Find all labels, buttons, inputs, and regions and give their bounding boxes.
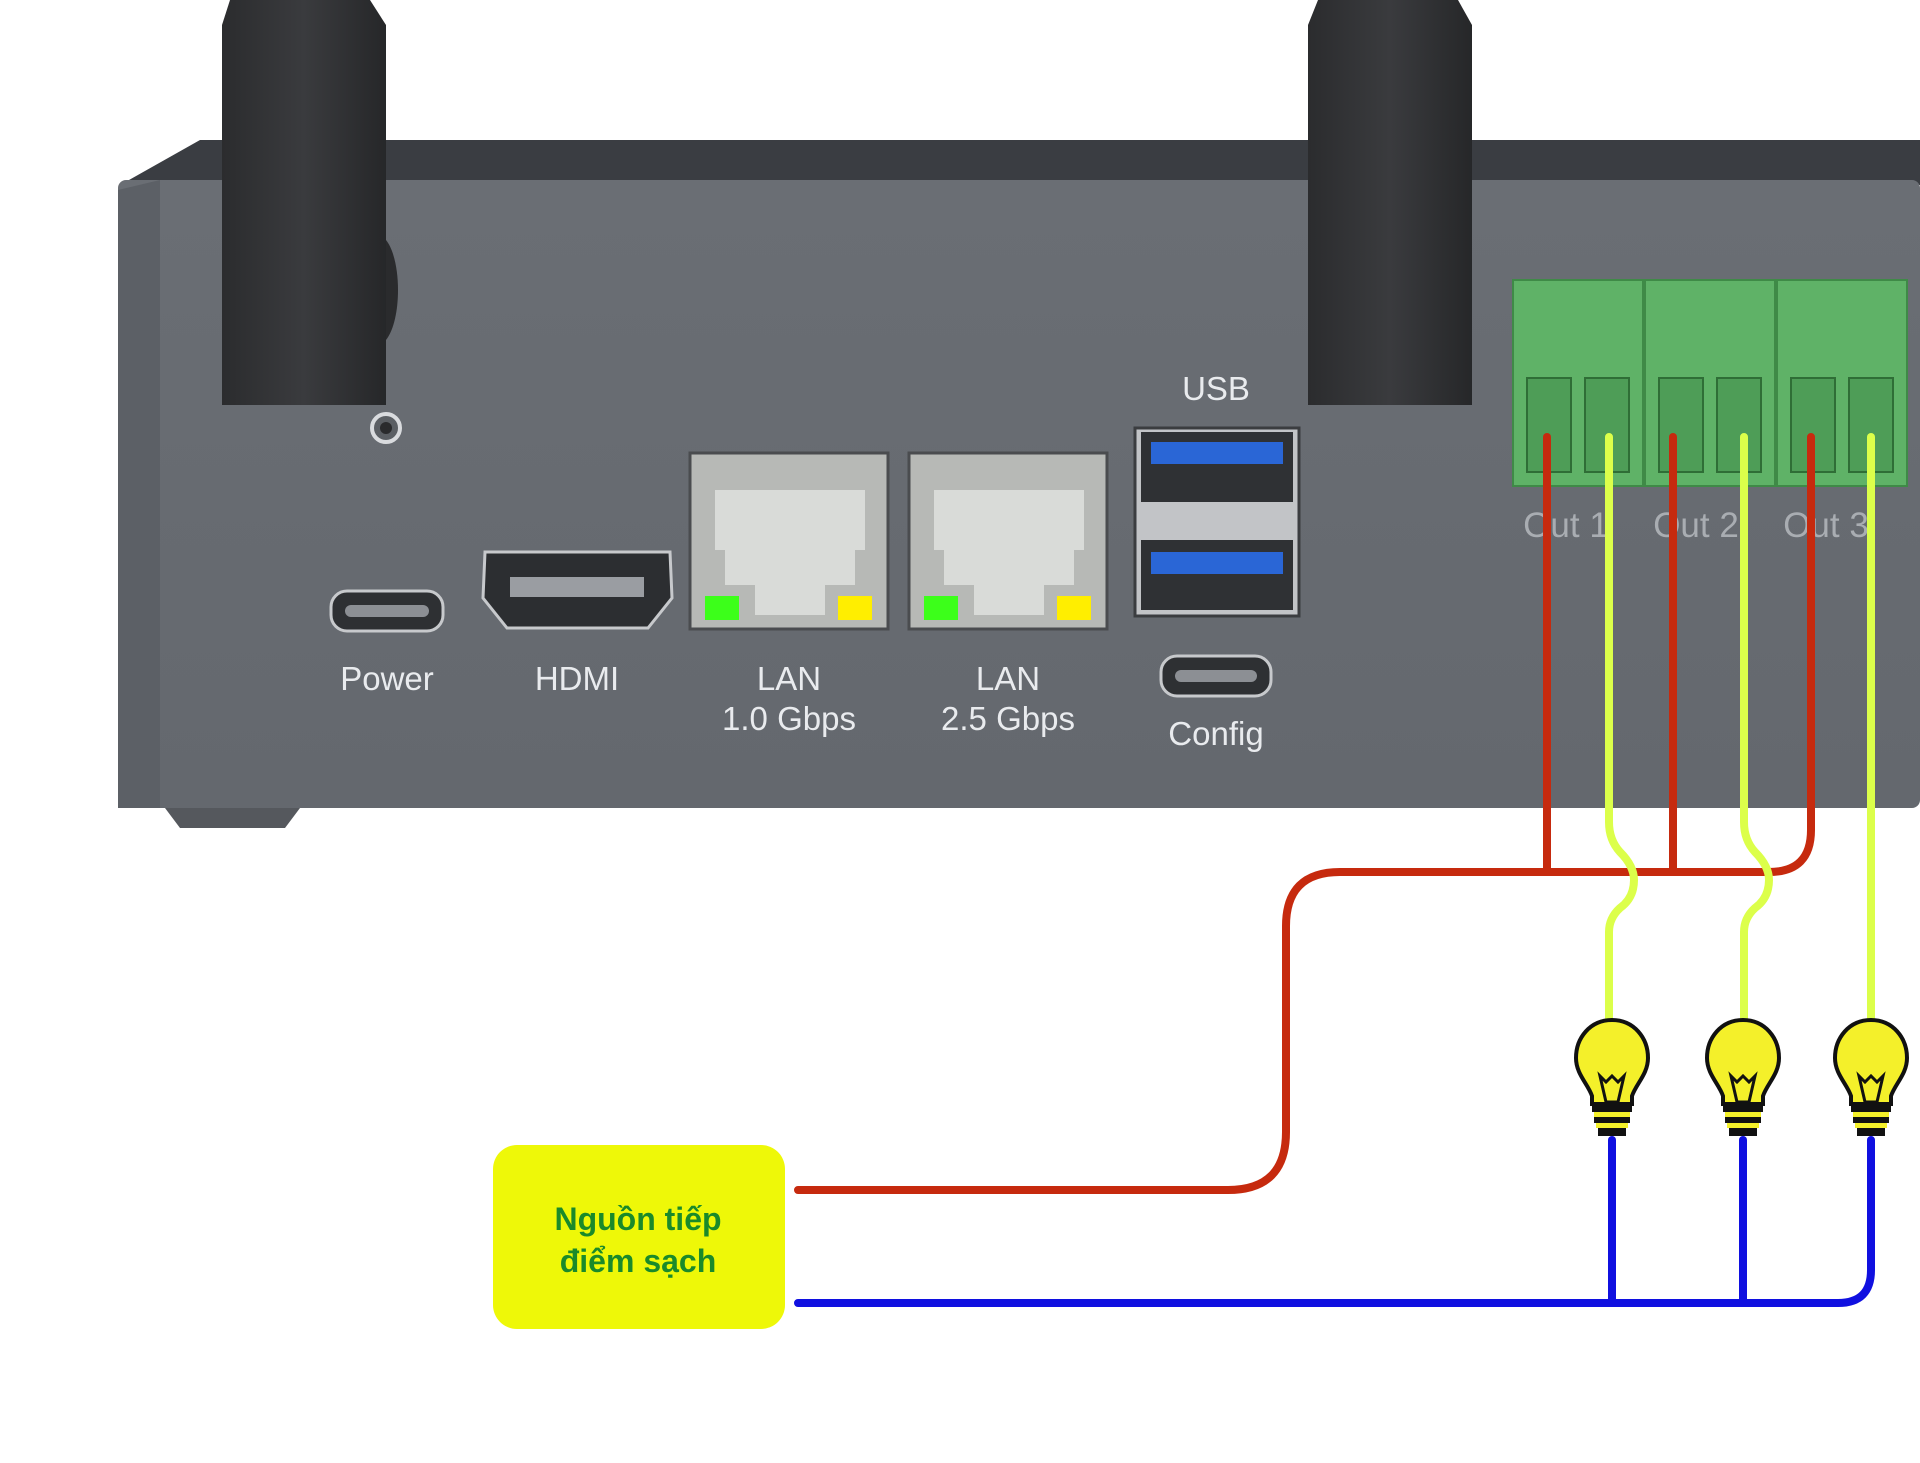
audio-jack-icon <box>370 412 402 444</box>
output-label-3: Out 3 <box>1783 506 1869 545</box>
port-label-config: Config <box>1168 715 1263 752</box>
source-label-line2: điểm sạch <box>560 1243 717 1279</box>
port-label-hdmi: HDMI <box>535 660 619 697</box>
light-bulb-icon <box>1705 1018 1781 1138</box>
rj45-icon <box>688 451 890 631</box>
rj45-icon <box>907 451 1109 631</box>
port-label-power: Power <box>340 660 434 697</box>
source-label-line1: Nguồn tiếp <box>554 1201 721 1237</box>
output-label-2: Out 2 <box>1653 506 1739 545</box>
power-port <box>329 589 445 633</box>
hdmi-icon <box>481 550 674 630</box>
port-label-lan1-line1: LAN <box>757 660 821 697</box>
light-bulb-icon <box>1833 1018 1909 1138</box>
power-source-box: Nguồn tiếp điểm sạch <box>493 1145 785 1329</box>
terminal-block-1 <box>1512 279 1644 487</box>
light-bulb-icon <box>1574 1018 1650 1138</box>
port-label-lan1-line2: 1.0 Gbps <box>722 700 856 737</box>
output-label-1: Out 1 <box>1523 506 1609 545</box>
port-label-lan2-line2: 2.5 Gbps <box>941 700 1075 737</box>
usb-a-icon <box>1133 426 1301 618</box>
terminal-block-2 <box>1644 279 1776 487</box>
common-wire <box>794 433 1815 1194</box>
port-label-usb: USB <box>1182 370 1250 407</box>
output-wires <box>1605 433 1875 1034</box>
return-wire <box>794 1136 1875 1307</box>
antenna-icon <box>1308 0 1472 405</box>
terminal-block-3 <box>1776 279 1908 487</box>
antenna-icon <box>222 0 398 405</box>
port-label-lan2-line1: LAN <box>976 660 1040 697</box>
config-port <box>1159 654 1273 698</box>
